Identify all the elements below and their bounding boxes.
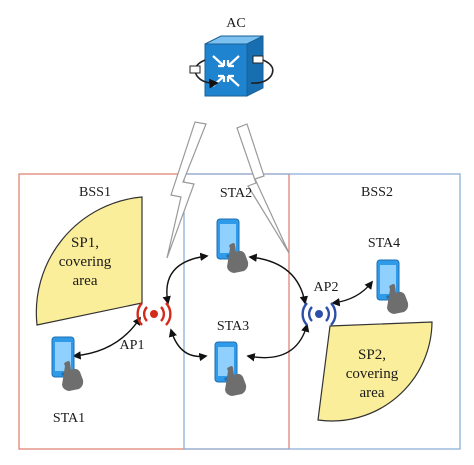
- bss2-boundary: [183, 173, 461, 450]
- bss1-label: BSS1: [79, 185, 111, 200]
- ap2-label: AP2: [314, 280, 339, 295]
- sp1-label-line1: SP1,: [71, 235, 99, 251]
- link-ap1-sta1: [72, 316, 141, 360]
- link-ap2-sta3: [246, 323, 310, 362]
- sp1-label-line2: covering: [59, 254, 112, 270]
- sta4-phone-icon: [376, 259, 409, 315]
- sp2-label-line3: area: [360, 385, 385, 401]
- ap1-label: AP1: [120, 338, 145, 353]
- sta3-phone-icon: [214, 341, 247, 397]
- ap2-icon: [301, 302, 337, 326]
- sp1-label-line3: area: [73, 273, 98, 289]
- ac-label: AC: [226, 16, 245, 31]
- sta3-label: STA3: [217, 319, 249, 334]
- sta1-phone-icon: [51, 336, 84, 392]
- lightning-bolt-ap1: [166, 121, 207, 259]
- link-ap2-sta2: [248, 253, 309, 305]
- sta2-phone-icon: [216, 218, 249, 274]
- sta1-label: STA1: [53, 411, 85, 426]
- ap1-icon: [136, 302, 172, 326]
- lightning-bolt-ap2: [236, 123, 290, 254]
- sp2-area: [317, 321, 433, 422]
- sp1-area: [35, 196, 143, 326]
- sta4-label: STA4: [368, 236, 400, 251]
- ac-switch-icon: [189, 35, 274, 97]
- bss1-boundary: [18, 173, 290, 450]
- bss2-label: BSS2: [361, 185, 393, 200]
- sta2-label: STA2: [220, 186, 252, 201]
- link-ap1-sta3: [168, 328, 208, 362]
- link-ap1-sta2: [162, 252, 209, 305]
- link-ap2-sta4: [331, 280, 374, 307]
- sp2-label-line1: SP2,: [358, 347, 386, 363]
- sp2-label-line2: covering: [346, 366, 399, 382]
